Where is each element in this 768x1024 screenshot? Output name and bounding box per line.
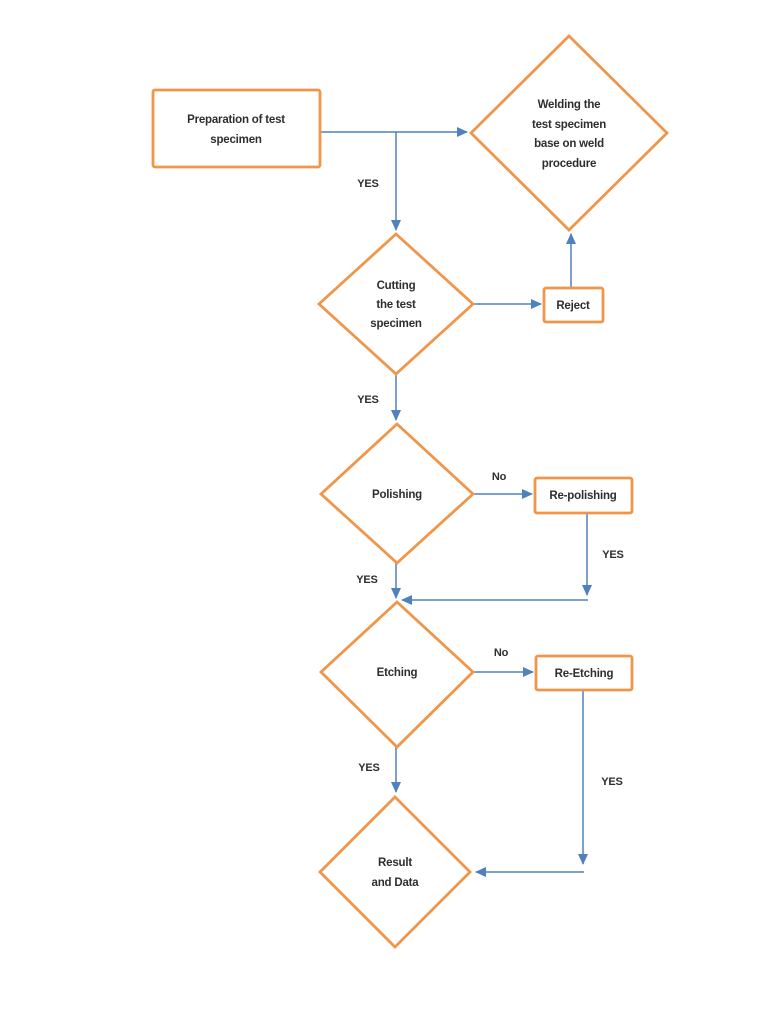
- node-welding-shape: [469, 34, 669, 232]
- node-reject-shape: [542, 286, 605, 324]
- node-reetching-label: Re-Etching: [555, 668, 614, 680]
- node-etching-shape: [318, 600, 476, 749]
- node-result-label-line1: Result: [378, 857, 412, 869]
- node-repolishing-shape: [533, 476, 634, 515]
- node-result-label-line2: and Data: [372, 877, 420, 889]
- node-cutting-shape: [316, 232, 476, 376]
- node-welding-label-line4: procedure: [542, 158, 596, 170]
- node-polishing-shape: [318, 422, 476, 565]
- edge-label-etching-no: No: [494, 647, 509, 659]
- node-welding-label-line2: test specimen: [532, 119, 606, 131]
- node-polishing-label: Polishing: [372, 489, 422, 501]
- node-reetching-shape: [534, 654, 634, 692]
- edge-label-cutting-yes: YES: [357, 394, 378, 406]
- node-welding-label-line3: base on weld: [534, 138, 604, 150]
- node-labels: Preparation of test specimen Welding the…: [187, 99, 617, 889]
- node-preparation-shape: [151, 88, 322, 169]
- node-etching-label: Etching: [377, 667, 418, 679]
- connectors: [321, 127, 592, 877]
- edge-label-polishing-yes: YES: [356, 574, 377, 586]
- node-preparation-label-line1: Preparation of test: [187, 114, 285, 126]
- nodes: [151, 34, 669, 949]
- node-welding-label-line1: Welding the: [538, 99, 601, 111]
- node-cutting-label-line1: Cutting: [377, 280, 416, 292]
- node-repolishing-label: Re-polishing: [549, 490, 616, 502]
- node-reject-label: Reject: [556, 300, 590, 312]
- node-preparation-label-line2: specimen: [210, 134, 262, 146]
- edge-label-repolishing-yes: YES: [602, 549, 623, 561]
- node-result-shape: [318, 795, 472, 949]
- node-cutting-label-line3: specimen: [370, 318, 422, 330]
- edge-label-etching-yes: YES: [358, 762, 379, 774]
- edge-label-polishing-no: No: [492, 471, 507, 483]
- edge-label-reetching-yes: YES: [601, 776, 622, 788]
- edge-labels: YES YES No YES YES No YES YES: [356, 178, 624, 788]
- edge-label-prep-branch-yes: YES: [357, 178, 378, 190]
- node-cutting-label-line2: the test: [376, 299, 416, 311]
